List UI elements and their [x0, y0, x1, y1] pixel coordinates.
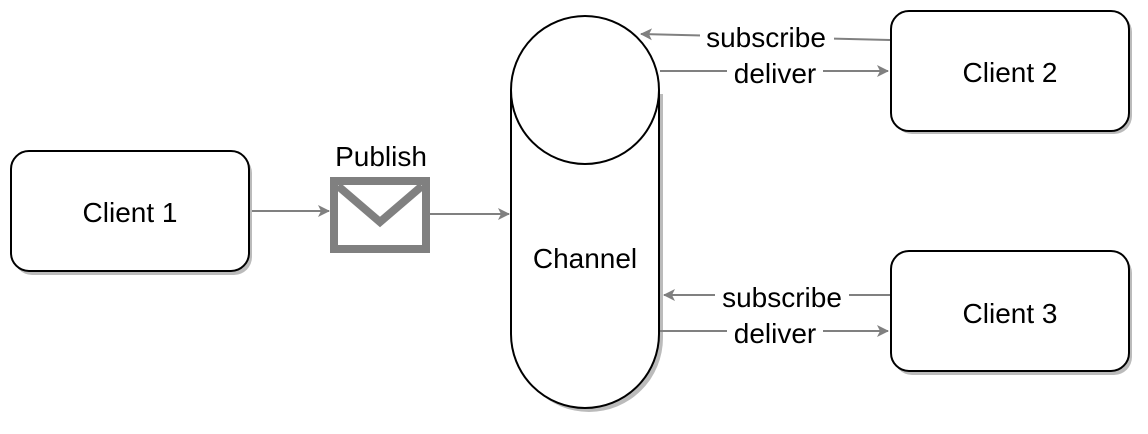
- client3-subscribe-label: subscribe: [722, 282, 842, 313]
- client2-subscribe-label: subscribe: [706, 22, 826, 53]
- client3-deliver-label-bg: [727, 318, 823, 348]
- client2-label: Client 2: [963, 57, 1058, 88]
- channel-node[interactable]: Channel: [510, 15, 663, 412]
- publish-label: Publish: [335, 141, 427, 172]
- client1-node[interactable]: Client 1: [10, 150, 252, 275]
- envelope-icon: [330, 177, 430, 253]
- client2-subscribe-label-bg: [700, 22, 834, 52]
- client3-node[interactable]: Client 3: [890, 250, 1132, 375]
- channel-body: [510, 15, 660, 409]
- client1-label: Client 1: [83, 197, 178, 228]
- client1-box: [10, 150, 250, 272]
- channel-label: Channel: [533, 243, 637, 274]
- client3-deliver-label: deliver: [734, 318, 816, 349]
- client3-subscribe-label-bg: [715, 281, 849, 311]
- client3-label: Client 3: [963, 298, 1058, 329]
- client2-deliver-label: deliver: [734, 58, 816, 89]
- channel-top-rim: [510, 89, 660, 165]
- client2-deliver-label-bg: [727, 58, 823, 88]
- client2-box: [890, 10, 1130, 132]
- client2-node[interactable]: Client 2: [890, 10, 1132, 134]
- client3-box: [890, 250, 1130, 372]
